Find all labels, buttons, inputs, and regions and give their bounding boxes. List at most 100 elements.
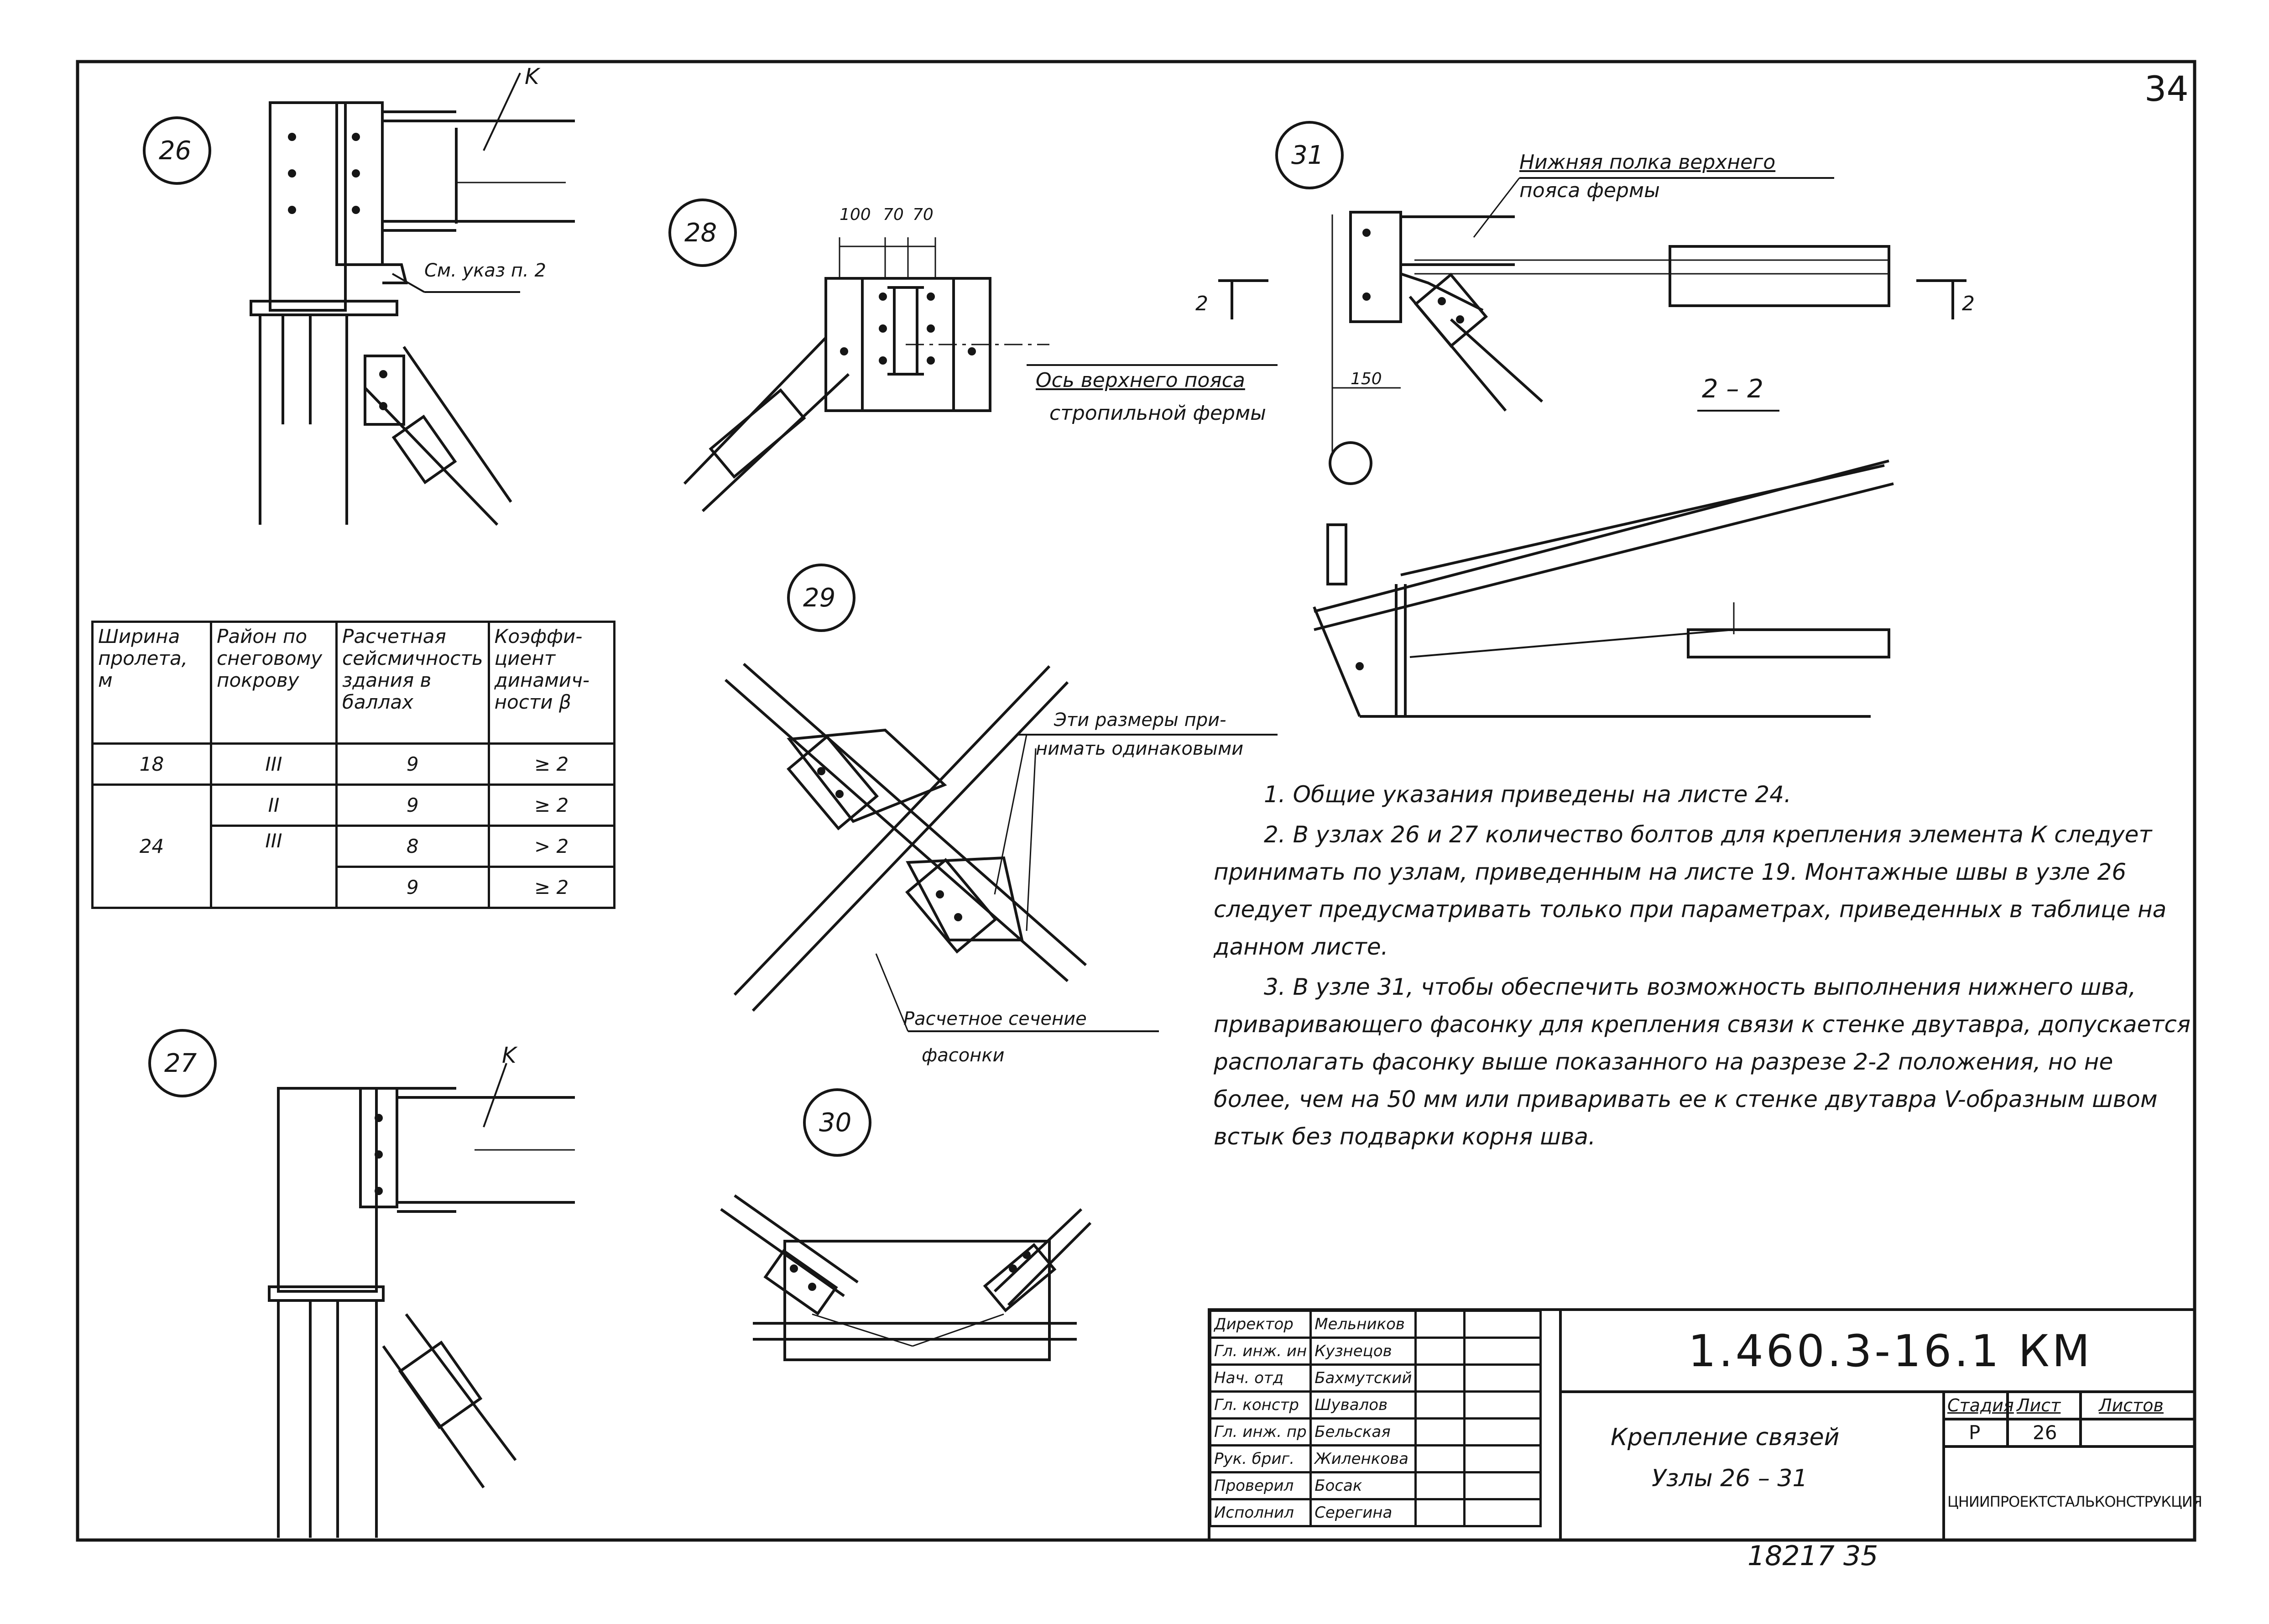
label-same-dims-line2: нимать одинаковыми xyxy=(1036,738,1244,759)
staff-name: Босак xyxy=(1309,1471,1417,1500)
staff-role: Проверил xyxy=(1209,1471,1312,1500)
staff-date xyxy=(1463,1337,1542,1366)
staff-date xyxy=(1463,1417,1542,1446)
node-26-drawing xyxy=(143,73,575,526)
table-header: Район по снеговому покрову xyxy=(210,621,338,745)
label-k-top: K xyxy=(525,64,539,89)
staff-signature xyxy=(1414,1390,1466,1420)
staff-signature xyxy=(1414,1471,1466,1500)
staff-date xyxy=(1463,1390,1542,1420)
staff-row: Рук. бриг. Жиленкова xyxy=(1209,1444,1542,1473)
label-dim-150: 150 xyxy=(1351,370,1382,388)
drawing-title-line2: Узлы 26 – 31 xyxy=(1652,1465,1808,1492)
label-lower-flange-line2: пояса фермы xyxy=(1519,179,1660,202)
table-cell: ≥ 2 xyxy=(487,783,615,827)
staff-name: Кузнецов xyxy=(1309,1337,1417,1366)
note-1: 1. Общие указания приведены на листе 24. xyxy=(1264,781,1791,808)
label-dim-70b: 70 xyxy=(913,205,934,224)
staff-name: Мельников xyxy=(1309,1310,1417,1339)
label-axis-28-line1: Ось верхнего пояса xyxy=(1036,369,1245,392)
staff-name: Серегина xyxy=(1309,1498,1417,1527)
node-27-drawing xyxy=(148,1029,575,1538)
node-28-drawing xyxy=(668,198,1278,512)
staff-signature xyxy=(1414,1310,1466,1339)
label-dim-70a: 70 xyxy=(883,205,904,224)
label-design-section-line2: фасонки xyxy=(922,1045,1005,1066)
staff-signature xyxy=(1414,1363,1466,1393)
staff-role: Нач. отд xyxy=(1209,1363,1312,1393)
node-29-drawing xyxy=(725,564,1278,1032)
label-section-mark-left: 2 xyxy=(1195,292,1208,315)
staff-name: Шувалов xyxy=(1309,1390,1417,1420)
label-lower-flange-line1: Нижняя полка верхнего xyxy=(1519,151,1776,174)
label-dim-100: 100 xyxy=(840,205,871,224)
table-cell: 24 xyxy=(91,783,212,909)
table-cell: > 2 xyxy=(487,825,615,868)
label-same-dims-line1: Эти размеры при- xyxy=(1054,710,1226,731)
staff-row: Нач. отд Бахмутский xyxy=(1209,1363,1542,1393)
table-row: 18 III 9 ≥ 2 xyxy=(91,742,615,786)
table-row: 9 ≥ 2 xyxy=(93,866,615,909)
staff-row: Гл. инж. пр Бельская xyxy=(1209,1417,1542,1446)
table-cell: 18 xyxy=(91,742,212,786)
table-header-row: Ширина пролета, м Район по снеговому пок… xyxy=(91,621,615,745)
sheet-value: 26 xyxy=(2033,1421,2057,1444)
document-code: 1.460.3-16.1 КМ xyxy=(1688,1326,2093,1377)
table-cell: II xyxy=(210,783,338,827)
node-31-number: 31 xyxy=(1291,141,1324,170)
staff-signature xyxy=(1414,1498,1466,1527)
staff-row: Гл. инж. ин Кузнецов xyxy=(1209,1337,1542,1366)
table-cell: 9 xyxy=(335,742,490,786)
table-cell: ≥ 2 xyxy=(487,866,615,909)
node-30-number: 30 xyxy=(819,1108,852,1138)
note-2: 2. В узлах 26 и 27 количество болтов для… xyxy=(1214,821,2167,960)
staff-date xyxy=(1463,1310,1542,1339)
table-row: III 8 > 2 xyxy=(93,825,615,909)
label-section-title: 2 – 2 xyxy=(1702,374,1763,404)
staff-role: Рук. бриг. xyxy=(1209,1444,1312,1473)
staff-role: Директор xyxy=(1209,1310,1312,1339)
table-header: Ширина пролета, м xyxy=(91,621,212,745)
node-27-number: 27 xyxy=(164,1049,197,1078)
table-cell: 8 xyxy=(335,825,490,868)
staff-name: Бахмутский xyxy=(1309,1363,1417,1393)
page-number: 34 xyxy=(2144,68,2189,109)
node-29-number: 29 xyxy=(803,583,836,613)
stage-value: Р xyxy=(1969,1421,1981,1444)
parameters-table: Ширина пролета, м Район по снеговому пок… xyxy=(91,621,615,909)
footer-number: 18217 35 xyxy=(1747,1540,1878,1572)
label-design-section-line1: Расчетное сечение xyxy=(903,1008,1087,1029)
table-row: 24 II 9 ≥ 2 xyxy=(91,783,615,909)
staff-role: Исполнил xyxy=(1209,1498,1312,1527)
staff-role: Гл. констр xyxy=(1209,1390,1312,1420)
staff-row: Директор Мельников xyxy=(1209,1310,1542,1339)
table-cell: 9 xyxy=(335,783,490,827)
title-block-frame xyxy=(1208,1308,2196,1541)
staff-name: Жиленкова xyxy=(1309,1444,1417,1473)
label-axis-28-line2: стропильной фермы xyxy=(1049,402,1266,425)
staff-date xyxy=(1463,1444,1542,1473)
general-notes: 1. Общие указания приведены на листе 24.… xyxy=(1214,776,2195,1158)
sheet-frame xyxy=(76,60,2196,1542)
node-31-drawing xyxy=(1218,121,1966,485)
label-see-note: См. указ п. 2 xyxy=(424,260,546,281)
staff-row: Проверил Босак xyxy=(1209,1471,1542,1500)
staff-date xyxy=(1463,1498,1542,1527)
title-block-staff: Директор Мельников Гл. инж. ин Кузнецов … xyxy=(1209,1310,1542,1527)
node-26-number: 26 xyxy=(159,136,192,166)
staff-name: Бельская xyxy=(1309,1417,1417,1446)
staff-role: Гл. инж. ин xyxy=(1209,1337,1312,1366)
table-cell: 9 xyxy=(335,866,490,909)
node-28-number: 28 xyxy=(684,218,717,248)
staff-date xyxy=(1463,1471,1542,1500)
label-section-mark-right: 2 xyxy=(1962,292,1975,315)
table-cell: III xyxy=(210,742,338,786)
table-header: Коэффи-циент динамич-ности β xyxy=(487,621,615,745)
drawing-title-line1: Крепление связей xyxy=(1611,1424,1840,1451)
stage-label: Стадия xyxy=(1947,1395,2014,1415)
note-3: 3. В узле 31, чтобы обеспечить возможнос… xyxy=(1214,974,2191,1150)
section-2-2-drawing xyxy=(1313,460,1894,718)
table-cell: III xyxy=(210,825,338,909)
staff-signature xyxy=(1414,1337,1466,1366)
